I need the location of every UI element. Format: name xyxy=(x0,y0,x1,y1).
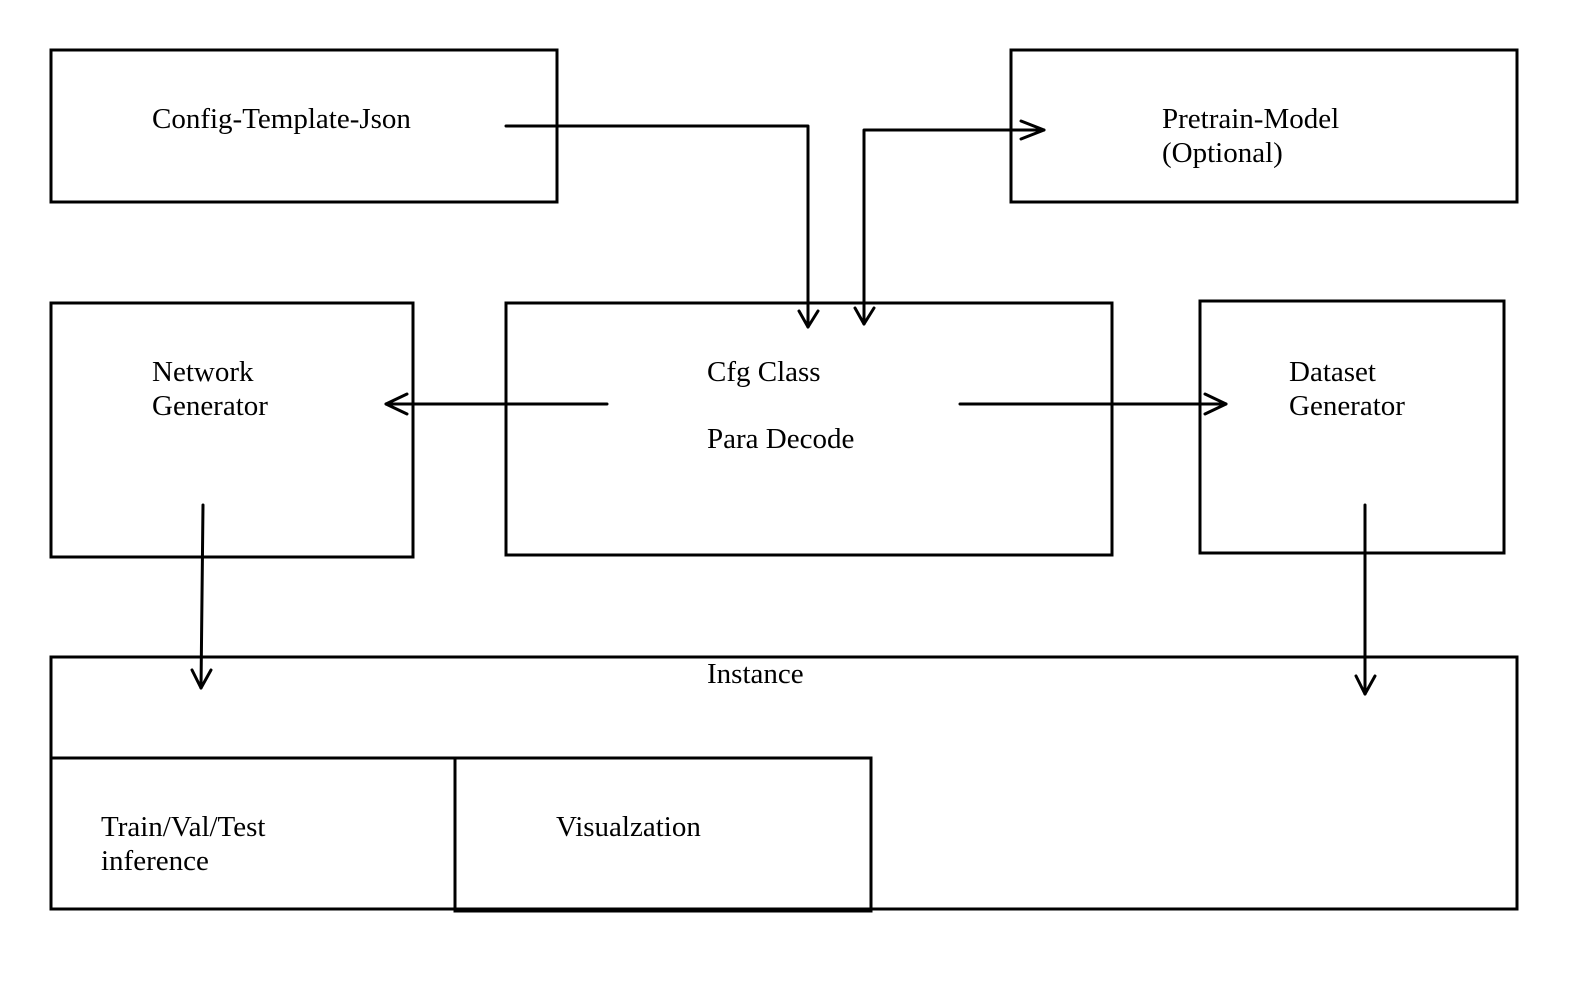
arrowhead-cfg-to-network xyxy=(384,392,409,416)
network-generator-label-line2: Generator xyxy=(152,390,268,422)
dataset-generator-label-line2: Generator xyxy=(1289,390,1405,422)
edge-cfg-pretrain xyxy=(862,128,1046,326)
edge-network-to-instance xyxy=(199,503,205,690)
para-decode-label: Para Decode xyxy=(707,423,854,455)
edge-config-to-cfg xyxy=(504,124,810,329)
arrowhead-network-to-instance xyxy=(190,668,213,690)
network-generator-box xyxy=(49,301,415,559)
instance-label: Instance xyxy=(707,658,804,690)
network-generator-label-line1: Network xyxy=(152,356,254,388)
train-val-test-label-line1: Train/Val/Test xyxy=(101,811,265,843)
arrowhead-config-to-cfg xyxy=(797,309,820,329)
arrowhead-dataset-to-instance xyxy=(1354,674,1377,696)
pretrain-model-label: Pretrain-Model xyxy=(1162,103,1339,135)
arrowhead-cfg-to-dataset xyxy=(1203,392,1228,416)
dataset-generator-box xyxy=(1198,299,1506,555)
config-template-json-label: Config-Template-Json xyxy=(152,103,411,135)
pretrain-model-box xyxy=(1009,48,1519,204)
arrowhead-cfg-pretrain-up xyxy=(853,306,876,326)
pretrain-model-optional-label: (Optional) xyxy=(1162,137,1283,169)
arrowhead-cfg-pretrain-right xyxy=(1019,119,1046,141)
train-val-test-label-line2: inference xyxy=(101,845,209,877)
cfg-class-label: Cfg Class xyxy=(707,356,821,388)
visualization-label: Visualzation xyxy=(556,811,701,843)
visualization-box xyxy=(453,756,873,913)
instance-box xyxy=(49,655,1519,911)
dataset-generator-label-line1: Dataset xyxy=(1289,356,1376,388)
